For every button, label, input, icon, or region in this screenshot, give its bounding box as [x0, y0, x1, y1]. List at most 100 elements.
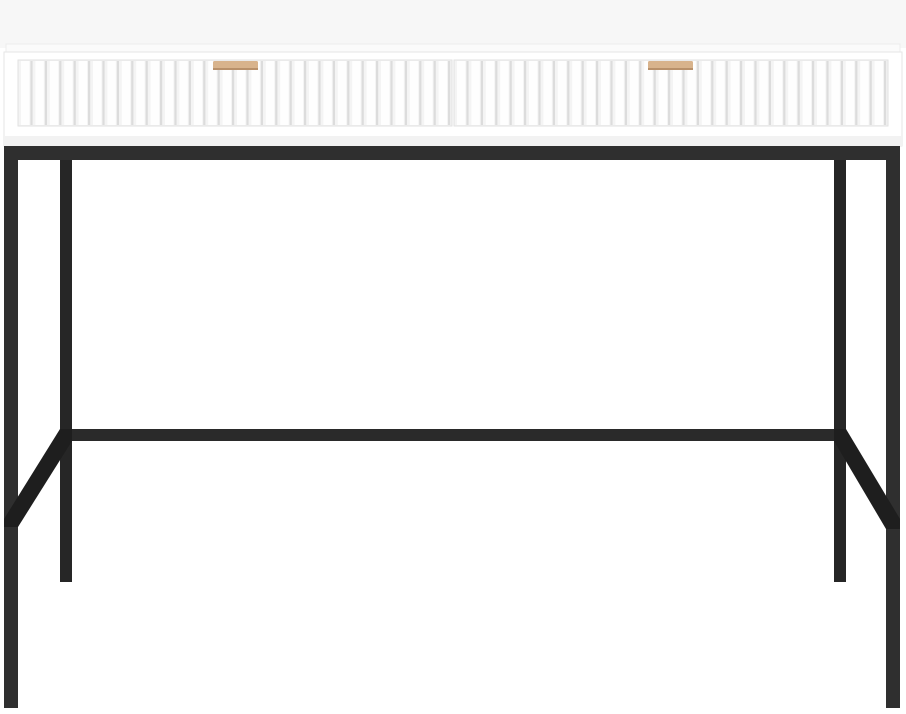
groove-highlight [658, 61, 667, 125]
groove-highlight [860, 61, 869, 125]
groove-highlight [49, 61, 59, 125]
handle-left-shadow [213, 68, 258, 70]
groove-shadow [116, 61, 119, 125]
groove-highlight [529, 61, 538, 125]
groove-shadow [376, 61, 379, 125]
groove-shadow [232, 61, 235, 125]
groove-shadow [361, 61, 364, 125]
groove-shadow [260, 61, 263, 125]
drawer-left-front [17, 59, 453, 127]
groove-highlight [323, 61, 332, 125]
handle-right-shadow [648, 68, 693, 70]
groove-shadow [131, 61, 134, 125]
front-left-leg [4, 146, 18, 708]
groove-highlight [179, 61, 188, 125]
groove-highlight [309, 61, 318, 125]
drawer-left[interactable] [17, 59, 453, 127]
groove-shadow [480, 61, 483, 125]
tabletop [0, 0, 906, 55]
groove-highlight [424, 61, 433, 125]
drawer-right-grooves [457, 61, 887, 125]
groove-highlight [644, 61, 653, 125]
groove-shadow [696, 61, 699, 125]
groove-shadow [466, 61, 469, 125]
groove-shadow [332, 61, 335, 125]
groove-highlight [701, 61, 711, 125]
groove-shadow [217, 61, 220, 125]
groove-shadow [740, 61, 743, 125]
tabletop-surface [0, 0, 906, 48]
back-right-leg [834, 160, 846, 582]
bar-handle-icon[interactable] [213, 61, 258, 70]
groove-shadow [404, 61, 407, 125]
groove-highlight [193, 61, 203, 125]
groove-shadow [88, 61, 91, 125]
groove-highlight [438, 61, 447, 125]
groove-shadow [318, 61, 321, 125]
groove-shadow [855, 61, 858, 125]
groove-highlight [395, 61, 404, 125]
groove-highlight [817, 61, 826, 125]
left-side-stretcher [4, 429, 72, 527]
groove-shadow [275, 61, 278, 125]
groove-shadow [711, 61, 714, 125]
groove-shadow [174, 61, 177, 125]
groove-highlight [64, 61, 73, 125]
groove-highlight [265, 61, 275, 125]
groove-highlight [352, 61, 361, 125]
groove-highlight [78, 61, 87, 125]
bar-handle-icon[interactable] [648, 61, 693, 70]
groove-highlight [514, 61, 523, 125]
groove-highlight [409, 61, 419, 125]
handle-right-bar [648, 61, 693, 69]
drawer-left-grooves [21, 61, 451, 125]
groove-shadow [668, 61, 671, 125]
groove-highlight [500, 61, 509, 125]
groove-highlight [716, 61, 725, 125]
groove-highlight [831, 61, 840, 125]
groove-shadow [653, 61, 656, 125]
groove-highlight [730, 61, 739, 125]
handle-left-bar [213, 61, 258, 69]
groove-shadow [44, 61, 47, 125]
groove-shadow [725, 61, 728, 125]
groove-shadow [639, 61, 642, 125]
groove-shadow [188, 61, 191, 125]
groove-shadow [682, 61, 685, 125]
groove-shadow [160, 61, 163, 125]
groove-shadow [754, 61, 757, 125]
groove-shadow [448, 61, 451, 125]
groove-shadow [203, 61, 206, 125]
groove-highlight [366, 61, 375, 125]
groove-highlight [381, 61, 390, 125]
groove-highlight [165, 61, 174, 125]
front-right-leg [886, 146, 900, 708]
groove-highlight [601, 61, 610, 125]
groove-highlight [21, 61, 30, 125]
groove-highlight [673, 61, 682, 125]
groove-highlight [294, 61, 303, 125]
groove-highlight [572, 61, 581, 125]
groove-shadow [783, 61, 786, 125]
groove-highlight [586, 61, 595, 125]
groove-shadow [552, 61, 555, 125]
groove-highlight [557, 61, 567, 125]
groove-shadow [509, 61, 512, 125]
groove-highlight [337, 61, 347, 125]
groove-shadow [538, 61, 541, 125]
groove-shadow [289, 61, 292, 125]
groove-highlight [802, 61, 811, 125]
groove-highlight [471, 61, 480, 125]
drawer-right[interactable] [453, 59, 889, 127]
groove-highlight [615, 61, 624, 125]
groove-shadow [610, 61, 613, 125]
groove-shadow [419, 61, 422, 125]
groove-shadow [624, 61, 627, 125]
groove-highlight [93, 61, 102, 125]
groove-highlight [150, 61, 159, 125]
groove-highlight [845, 61, 855, 125]
groove-highlight [107, 61, 116, 125]
groove-highlight [687, 61, 696, 125]
